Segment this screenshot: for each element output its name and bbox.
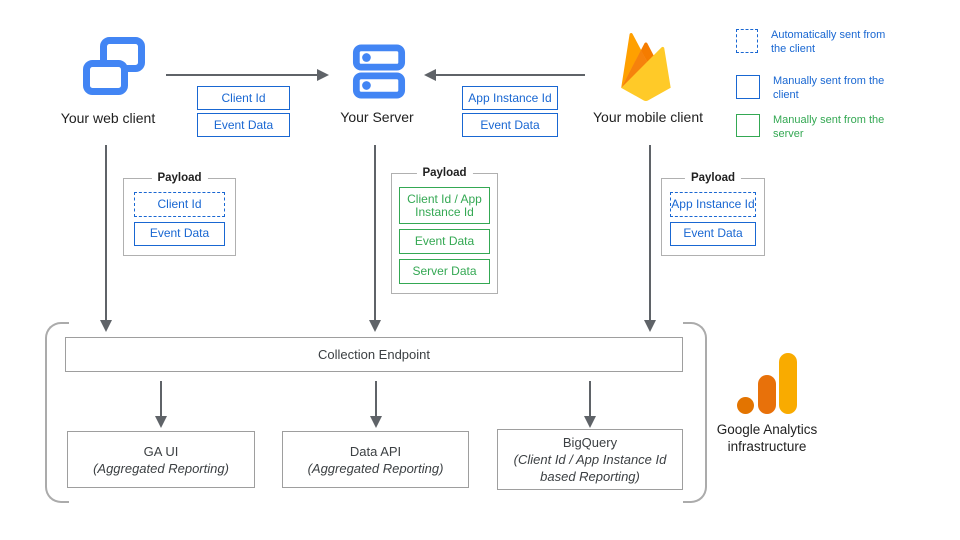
payload-box-server: Payload Client Id / App Instance Id Even… — [391, 167, 498, 294]
server-icon — [352, 44, 406, 99]
legend-item-auto-client: Automatically sent from the client — [736, 29, 896, 56]
payload-item-client-or-app-instance-id: Client Id / App Instance Id — [399, 187, 490, 224]
payload-item-app-instance-id: App Instance Id — [670, 192, 756, 217]
output-box-bigquery: BigQuery (Client Id / App Instance Id ba… — [497, 429, 683, 490]
payload-item-event-data: Event Data — [134, 221, 225, 246]
legend-label: Automatically sent from the client — [771, 29, 886, 55]
payload-item-client-id: Client Id — [134, 192, 225, 217]
legend-label: Manually sent from the client — [773, 75, 885, 101]
output-subtitle: (Aggregated Reporting) — [307, 460, 444, 476]
arrowhead-down-icon — [155, 416, 167, 428]
payload-item-event-data: Event Data — [670, 221, 756, 246]
payload-title: Payload — [151, 172, 208, 184]
legend-label: Manually sent from the server — [773, 114, 885, 140]
output-title: GA UI — [143, 443, 179, 459]
payload-item-server-data: Server Data — [399, 259, 490, 284]
payload-item-event-data: Event Data — [399, 229, 490, 254]
dashed-blue-swatch-icon — [736, 29, 758, 53]
server-label: Your Server — [340, 109, 414, 125]
payload-box-web: Payload Client Id Event Data — [123, 172, 236, 256]
arrowhead-down-icon — [100, 320, 112, 332]
arrowhead-down-icon — [644, 320, 656, 332]
output-title: BigQuery — [562, 435, 618, 450]
chip-event-data: Event Data — [462, 113, 558, 137]
payload-box-mobile: Payload App Instance Id Event Data — [661, 172, 765, 256]
legend-item-manual-client: Manually sent from the client — [736, 75, 898, 102]
collection-endpoint-box: Collection Endpoint — [65, 337, 683, 372]
payload-title: Payload — [684, 172, 742, 184]
mobile-client-label: Your mobile client — [593, 109, 703, 125]
arrowhead-right-icon — [317, 69, 329, 81]
web-client-icon — [83, 37, 145, 95]
solid-blue-swatch-icon — [736, 75, 760, 99]
legend-item-manual-server: Manually sent from the server — [736, 114, 898, 141]
collection-endpoint-label: Collection Endpoint — [317, 347, 431, 362]
arrowhead-down-icon — [370, 416, 382, 428]
ga-infrastructure-caption: Google Analytics infrastructure — [716, 422, 818, 454]
output-box-ga-ui: GA UI (Aggregated Reporting) — [67, 431, 255, 488]
arrowhead-down-icon — [584, 416, 596, 428]
arrowhead-left-icon — [424, 69, 436, 81]
chip-event-data: Event Data — [197, 113, 290, 137]
solid-green-swatch-icon — [736, 114, 760, 137]
output-title: Data API — [349, 443, 402, 459]
bracket-right — [683, 322, 707, 503]
output-subtitle: (Aggregated Reporting) — [93, 460, 229, 476]
web-client-label: Your web client — [60, 110, 156, 126]
output-subtitle: (Client Id / App Instance Id based Repor… — [513, 452, 667, 484]
chip-app-instance-id: App Instance Id — [462, 86, 558, 110]
output-box-data-api: Data API (Aggregated Reporting) — [282, 431, 469, 488]
bracket-left — [45, 322, 69, 503]
chip-client-id: Client Id — [197, 86, 290, 110]
firebase-icon — [621, 33, 671, 101]
payload-title: Payload — [416, 167, 473, 179]
arrowhead-down-icon — [369, 320, 381, 332]
